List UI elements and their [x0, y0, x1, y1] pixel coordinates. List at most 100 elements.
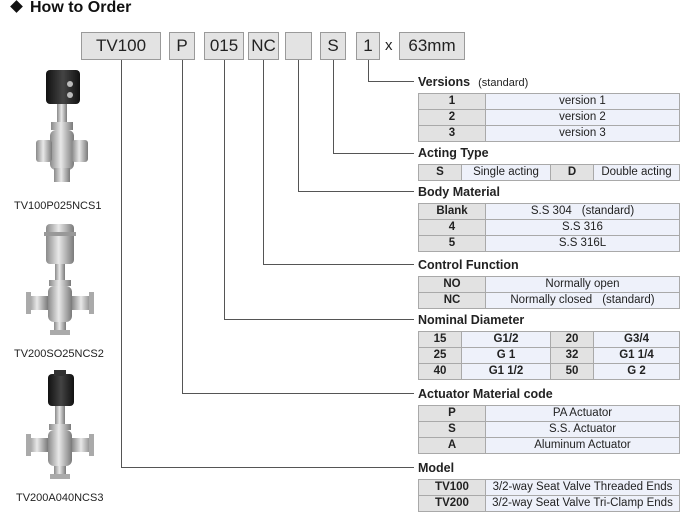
key-cell: 4	[418, 219, 486, 236]
connector-body-horizontal	[298, 191, 414, 192]
connector-actuator-vertical	[182, 60, 183, 393]
value-cell: S.S 316	[485, 219, 680, 236]
page-title-text: How to Order	[30, 0, 132, 16]
key-cell: 15	[418, 331, 462, 348]
key-cell: 1	[418, 93, 486, 110]
value-cell: Normally closed (standard)	[485, 292, 680, 309]
value-cell: 3/2-way Seat Valve Tri-Clamp Ends	[485, 495, 680, 512]
value-cell: G 1	[461, 347, 551, 364]
versions-title: Versions (standard)	[418, 75, 528, 89]
value-note: (standard)	[602, 294, 655, 306]
valve-image-triclamp-ss	[26, 224, 94, 335]
code-part-actuator: P	[169, 32, 195, 60]
connector-control-horizontal	[263, 264, 414, 265]
connector-diameter-horizontal	[224, 319, 414, 320]
value-cell: S.S 316L	[485, 235, 680, 252]
code-part-model: TV100	[81, 32, 161, 60]
value-note: (standard)	[581, 205, 635, 217]
versions-note: (standard)	[478, 77, 529, 89]
connector-version-vertical	[368, 60, 369, 81]
value-cell: PA Actuator	[485, 405, 680, 422]
product-caption: TV200A040NCS3	[16, 492, 104, 504]
key-cell: NO	[418, 276, 486, 293]
table-row: S Single acting D Double acting	[418, 164, 680, 181]
key-cell: 32	[550, 347, 594, 364]
value-cell: version 3	[485, 125, 680, 142]
value-cell: Aluminum Actuator	[485, 437, 680, 454]
code-part-diameter: 015	[204, 32, 244, 60]
value-cell: S.S. Actuator	[485, 421, 680, 438]
valve-image-triclamp-alu	[26, 370, 94, 479]
value-cell: G 2	[593, 363, 680, 380]
key-cell: TV100	[418, 479, 486, 496]
key-cell: 50	[550, 363, 594, 380]
connector-actuator-horizontal	[182, 393, 414, 394]
value-cell: G1 1/2	[461, 363, 551, 380]
acting-title: Acting Type	[418, 146, 489, 160]
value-text: Normally closed	[510, 294, 593, 306]
value-cell: Single acting	[461, 164, 551, 181]
versions-title-text: Versions	[418, 75, 471, 89]
code-part-acting: S	[320, 32, 346, 60]
key-cell: 20	[550, 331, 594, 348]
value-cell: version 1	[485, 93, 680, 110]
code-part-control: NC	[248, 32, 279, 60]
key-cell: A	[418, 437, 486, 454]
page-title: How to Order	[8, 0, 131, 17]
value-cell: G1 1/4	[593, 347, 680, 364]
code-part-body	[285, 32, 312, 60]
key-cell: Blank	[418, 203, 486, 220]
valve-image-threaded	[36, 70, 88, 182]
code-part-length: 63mm	[399, 32, 465, 60]
key-cell: S	[418, 164, 462, 181]
key-cell: 40	[418, 363, 462, 380]
key-cell: 25	[418, 347, 462, 364]
model-title: Model	[418, 461, 455, 475]
key-cell: 2	[418, 109, 486, 126]
value-cell: G3/4	[593, 331, 680, 348]
connector-model-vertical	[121, 60, 122, 467]
actuator-title: Actuator Material code	[418, 387, 553, 401]
diameter-title: Nominal Diameter	[418, 313, 525, 327]
code-separator: x	[385, 37, 393, 54]
code-part-version: 1	[356, 32, 380, 60]
key-cell: 5	[418, 235, 486, 252]
value-cell: 3/2-way Seat Valve Threaded Ends	[485, 479, 680, 496]
control-title: Control Function	[418, 258, 519, 272]
product-caption: TV200SO25NCS2	[14, 348, 104, 360]
diamond-bullet-icon	[10, 0, 23, 14]
value-cell: G1/2	[461, 331, 551, 348]
connector-body-vertical	[298, 60, 299, 191]
key-cell: TV200	[418, 495, 486, 512]
connector-acting-horizontal	[333, 153, 414, 154]
connector-version-horizontal	[368, 81, 414, 82]
value-cell: Double acting	[593, 164, 680, 181]
key-cell: 3	[418, 125, 486, 142]
key-cell: D	[550, 164, 594, 181]
connector-diameter-vertical	[224, 60, 225, 319]
value-cell: version 2	[485, 109, 680, 126]
value-cell: S.S 304(standard)	[485, 203, 680, 220]
connector-acting-vertical	[333, 60, 334, 153]
